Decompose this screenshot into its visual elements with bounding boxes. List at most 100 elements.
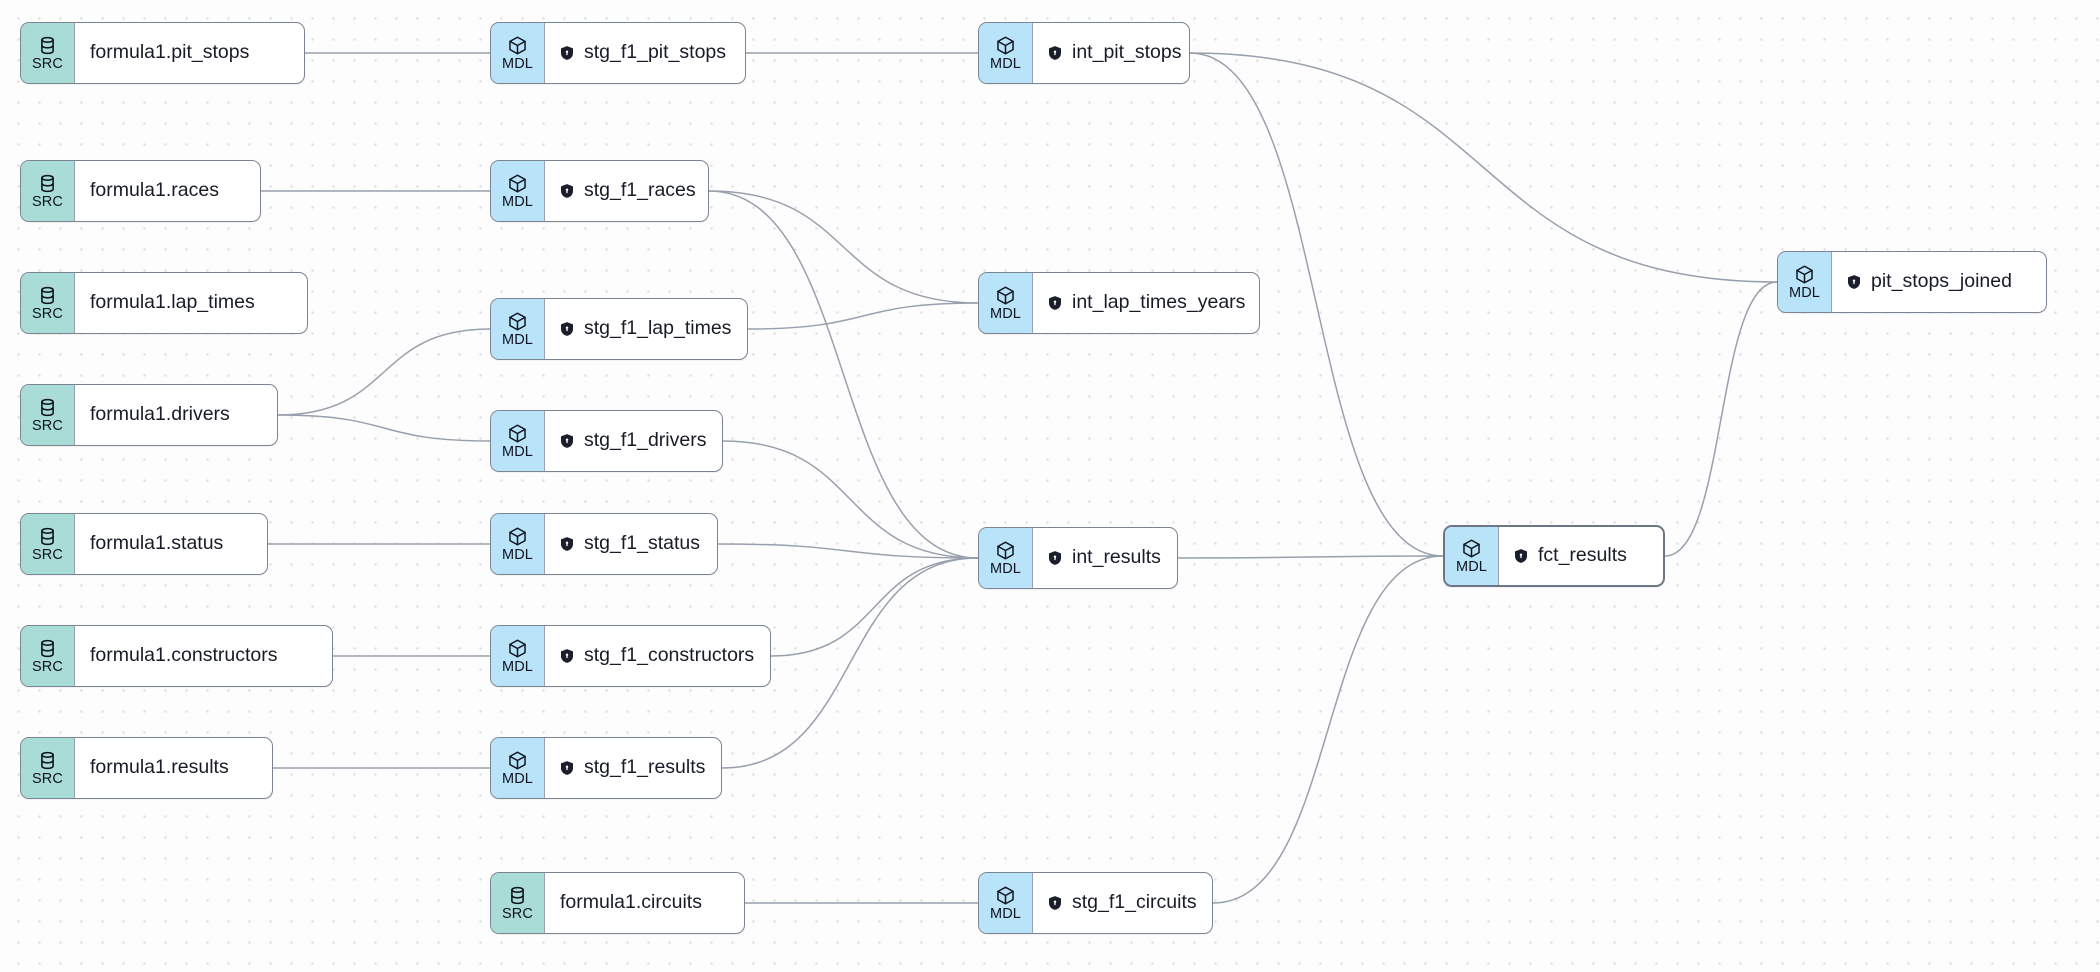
node-label: formula1.pit_stops [90, 41, 250, 64]
cube-icon [507, 423, 528, 444]
edge-stg_status-to-int_results [717, 543, 979, 559]
badge-label: SRC [32, 55, 63, 72]
model-badge: MDL [491, 514, 545, 574]
shield-icon [1047, 895, 1063, 911]
badge-label: SRC [32, 305, 63, 322]
graph-node-stg_lap_times[interactable]: MDL stg_f1_lap_times [490, 298, 748, 360]
node-label: stg_f1_drivers [584, 429, 707, 452]
node-body: int_lap_times_years [1033, 273, 1259, 333]
graph-node-pit_stops_joined[interactable]: MDL pit_stops_joined [1777, 251, 2047, 313]
node-body: int_results [1033, 528, 1177, 588]
graph-node-src_results[interactable]: SRC formula1.results [20, 737, 273, 799]
edge-fct_results-to-pit_stops_joined [1664, 281, 1778, 557]
graph-node-stg_races[interactable]: MDL stg_f1_races [490, 160, 709, 222]
cube-icon [507, 173, 528, 194]
cube-icon [507, 750, 528, 771]
edge-stg_lap_times-to-int_lap_times_years [747, 302, 979, 330]
graph-node-int_results[interactable]: MDL int_results [978, 527, 1178, 589]
model-badge: MDL [1778, 252, 1832, 312]
badge-label: MDL [502, 193, 533, 210]
cube-icon [995, 885, 1016, 906]
node-body: formula1.constructors [75, 626, 332, 686]
badge-label: SRC [32, 546, 63, 563]
shield-icon [1846, 274, 1862, 290]
edge-stg_circuits-to-fct_results [1212, 555, 1444, 904]
model-badge: MDL [491, 626, 545, 686]
node-body: stg_f1_results [545, 738, 721, 798]
node-body: formula1.circuits [545, 873, 744, 933]
edge-src_drivers-to-stg_drivers [277, 414, 491, 442]
badge-label: SRC [32, 193, 63, 210]
node-body: fct_results [1499, 527, 1663, 585]
graph-node-src_drivers[interactable]: SRC formula1.drivers [20, 384, 278, 446]
edge-src_drivers-to-stg_lap_times [277, 328, 491, 416]
badge-label: MDL [990, 560, 1021, 577]
node-label: formula1.drivers [90, 403, 230, 426]
node-label: int_lap_times_years [1072, 291, 1246, 314]
shield-icon [559, 648, 575, 664]
graph-node-stg_drivers[interactable]: MDL stg_f1_drivers [490, 410, 723, 472]
shield-icon [1047, 550, 1063, 566]
cube-icon [507, 638, 528, 659]
graph-node-src_pit_stops[interactable]: SRC formula1.pit_stops [20, 22, 305, 84]
model-badge: MDL [491, 738, 545, 798]
cube-icon [507, 35, 528, 56]
node-body: pit_stops_joined [1832, 252, 2046, 312]
database-icon [37, 173, 58, 194]
badge-label: SRC [502, 905, 533, 922]
shield-icon [559, 536, 575, 552]
shield-icon [1513, 548, 1529, 564]
node-body: formula1.results [75, 738, 272, 798]
edge-int_pit_stops-to-pit_stops_joined [1189, 52, 1778, 283]
badge-label: MDL [502, 546, 533, 563]
model-badge: MDL [491, 161, 545, 221]
node-label: formula1.results [90, 756, 229, 779]
badge-label: MDL [990, 55, 1021, 72]
source-badge: SRC [491, 873, 545, 933]
badge-label: SRC [32, 770, 63, 787]
cube-icon [507, 526, 528, 547]
cube-icon [1794, 264, 1815, 285]
cube-icon [1461, 538, 1482, 559]
badge-label: MDL [502, 331, 533, 348]
model-badge: MDL [491, 299, 545, 359]
node-label: stg_f1_races [584, 179, 696, 202]
node-label: int_results [1072, 546, 1161, 569]
badge-label: MDL [502, 55, 533, 72]
node-label: pit_stops_joined [1871, 270, 2012, 293]
source-badge: SRC [21, 273, 75, 333]
badge-label: MDL [1789, 284, 1820, 301]
graph-node-stg_results[interactable]: MDL stg_f1_results [490, 737, 722, 799]
node-body: int_pit_stops [1033, 23, 1189, 83]
edge-stg_constructors-to-int_results [770, 557, 979, 657]
source-badge: SRC [21, 514, 75, 574]
shield-icon [559, 433, 575, 449]
database-icon [37, 35, 58, 56]
node-label: stg_f1_results [584, 756, 706, 779]
source-badge: SRC [21, 161, 75, 221]
node-label: formula1.circuits [560, 891, 702, 914]
graph-node-src_status[interactable]: SRC formula1.status [20, 513, 268, 575]
graph-node-src_circuits[interactable]: SRC formula1.circuits [490, 872, 745, 934]
badge-label: MDL [502, 770, 533, 787]
source-badge: SRC [21, 385, 75, 445]
node-body: formula1.status [75, 514, 267, 574]
model-badge: MDL [491, 411, 545, 471]
node-body: stg_f1_races [545, 161, 708, 221]
graph-node-int_pit_stops[interactable]: MDL int_pit_stops [978, 22, 1190, 84]
badge-label: MDL [990, 905, 1021, 922]
node-body: formula1.pit_stops [75, 23, 304, 83]
node-label: stg_f1_lap_times [584, 317, 732, 340]
node-label: fct_results [1538, 544, 1627, 567]
